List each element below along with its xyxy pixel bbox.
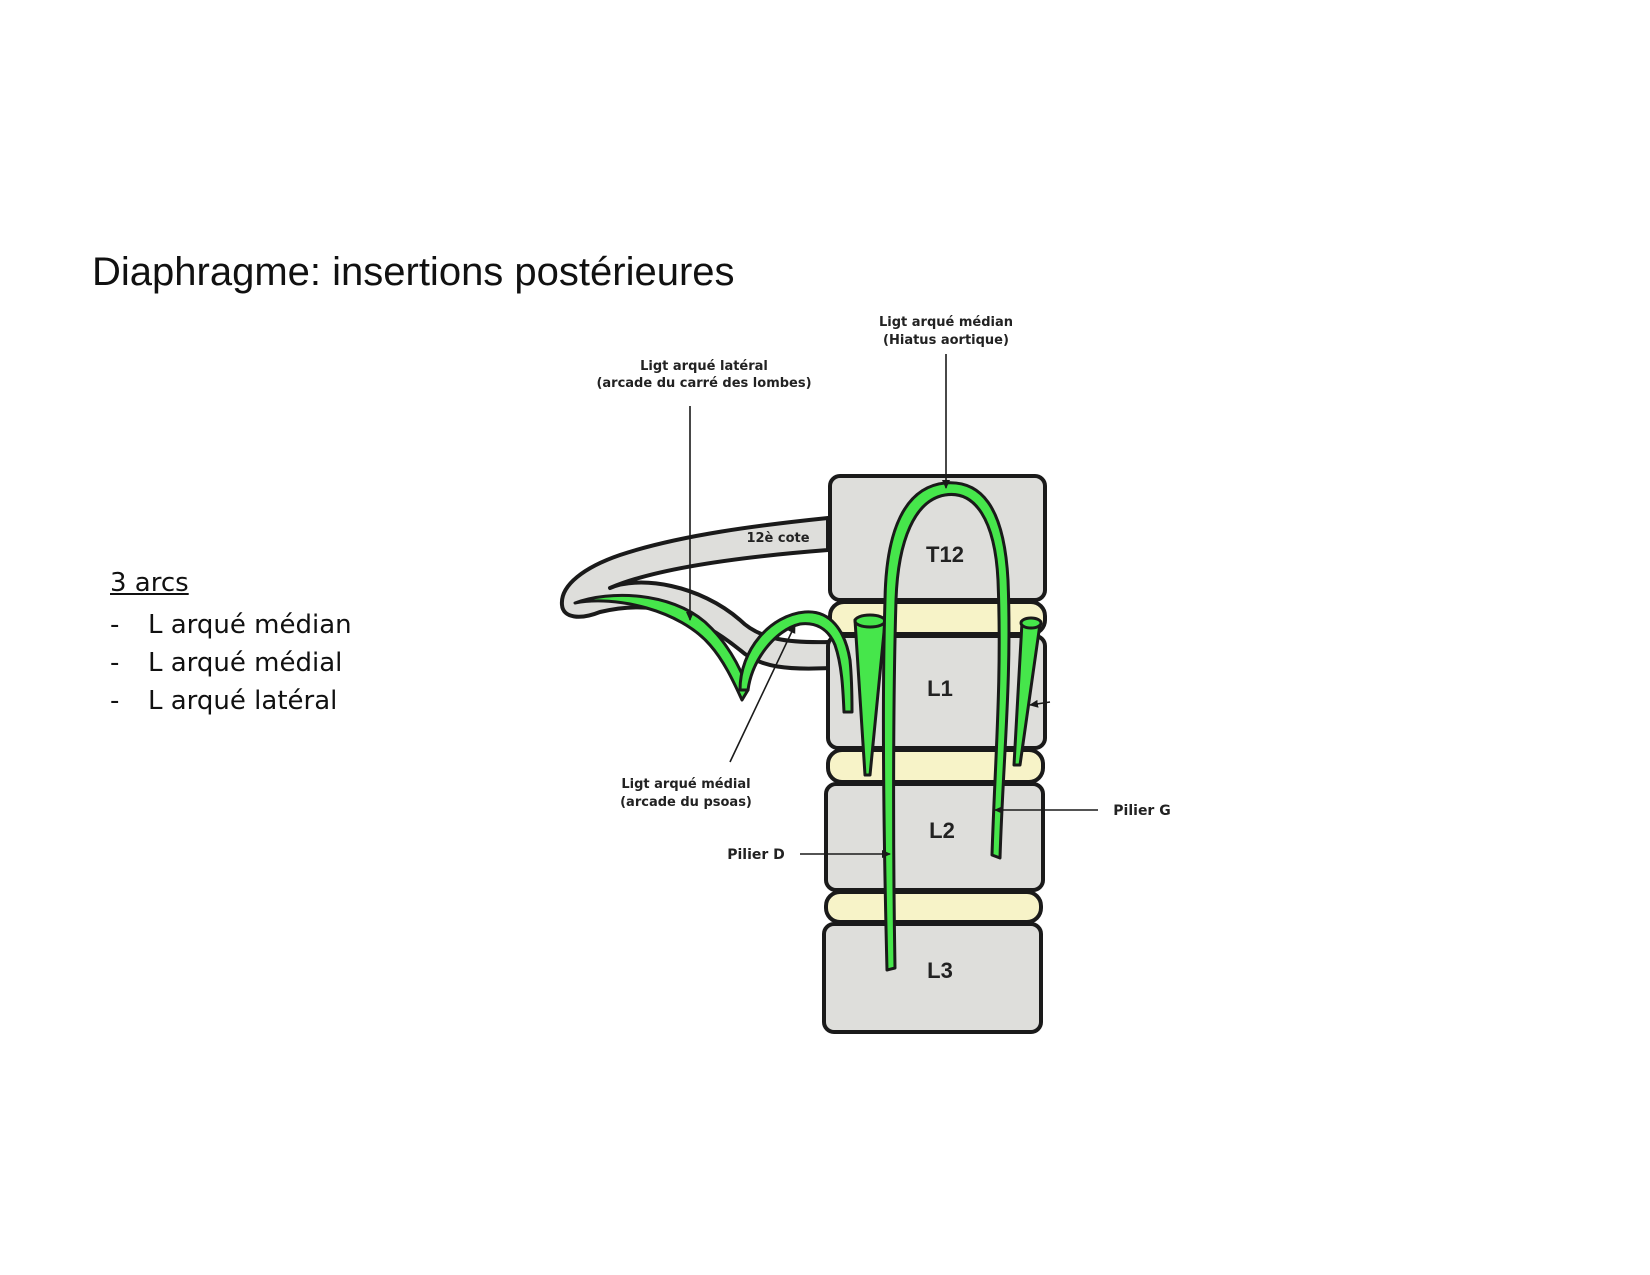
disc-l1-l2: [826, 748, 1045, 784]
rib-label: 12è cote: [746, 531, 809, 546]
psoas-right-top: [853, 613, 887, 629]
page-title: Diaphragme: insertions postérieures: [92, 250, 735, 294]
list-item: - L arqué médian: [110, 606, 352, 644]
label-lateral-line1: Ligt arqué latéral: [640, 359, 768, 374]
label-median-line1: Ligt arqué médian: [879, 315, 1013, 330]
label-medial-line2: (arcade du psoas): [620, 795, 752, 810]
vertebra-label-t12: T12: [926, 542, 964, 567]
vertebra-l3: [822, 922, 1043, 1034]
list-dash: -: [110, 686, 120, 716]
medial-arcuate-ligament: [738, 610, 854, 714]
psoas-left-top: [1019, 616, 1043, 630]
list-item-text: L arqué latéral: [148, 686, 338, 716]
label-lateral-line2: (arcade du carré des lombes): [596, 376, 811, 391]
label-pilier-d: Pilier D: [727, 847, 785, 863]
arcs-list: 3 arcs - L arqué médian - L arqué médial…: [110, 568, 352, 720]
disc-l2-l3: [824, 890, 1043, 924]
list-dash: -: [110, 648, 120, 678]
median-arcuate-and-crura: [882, 481, 1011, 972]
list-item: - L arqué latéral: [110, 682, 352, 720]
list-item: - L arqué médial: [110, 644, 352, 682]
arcs-heading: 3 arcs: [110, 568, 189, 598]
label-median-line2: (Hiatus aortique): [883, 333, 1009, 348]
vertebra-label-l2: L2: [929, 818, 955, 843]
label-medial-line1: Ligt arqué médial: [621, 777, 750, 792]
list-dash: -: [110, 610, 120, 640]
vertebra-label-l1: L1: [927, 676, 953, 701]
label-pilier-g: Pilier G: [1113, 803, 1170, 819]
list-item-text: L arqué médian: [148, 610, 352, 640]
lateral-arcuate-ligament: [573, 593, 750, 702]
vertebra-label-l3: L3: [927, 958, 953, 983]
list-item-text: L arqué médial: [148, 648, 343, 678]
arrow-psoas-left: [1029, 699, 1051, 708]
arrow-medial: [729, 624, 796, 763]
